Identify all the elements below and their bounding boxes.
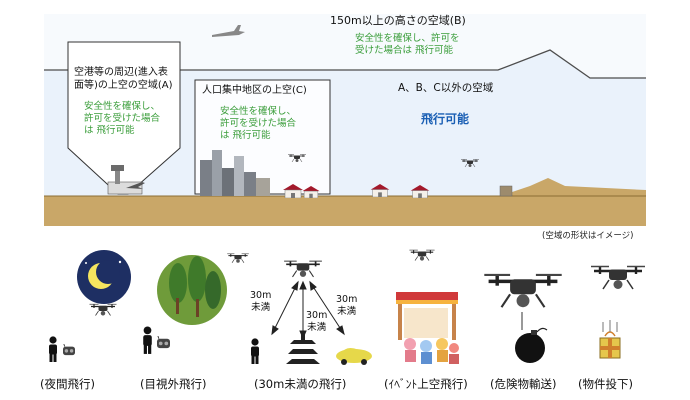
building-icon bbox=[200, 150, 270, 196]
building-icon bbox=[499, 185, 513, 197]
bomb-icon bbox=[515, 327, 548, 363]
ground bbox=[44, 178, 646, 226]
zone-b-condition-2: 受けた場合は 飛行可能 bbox=[355, 45, 454, 56]
pagoda-icon bbox=[286, 332, 320, 364]
zone-a-condition-3: は 飛行可能 bbox=[84, 125, 135, 136]
caption-under-30m-flight: (30m未満の飛行) bbox=[254, 377, 347, 391]
caption-event-flight: (ｲﾍﾞﾝﾄ上空飛行) bbox=[384, 377, 468, 391]
airplane-icon bbox=[126, 182, 145, 189]
distance-label-right: 30m 未満 bbox=[336, 294, 358, 317]
tree-icon bbox=[157, 255, 227, 325]
drone-icon bbox=[283, 260, 323, 278]
zone-a-condition-1: 安全性を確保し、 bbox=[84, 101, 161, 112]
controller-icon bbox=[62, 344, 76, 356]
zone-other-status: 飛行可能 bbox=[421, 112, 470, 126]
drone-icon bbox=[482, 273, 564, 309]
package-icon bbox=[599, 331, 621, 359]
drone-icon bbox=[226, 253, 250, 264]
person-icon bbox=[251, 338, 259, 364]
zone-c-condition-1: 安全性を確保し、 bbox=[220, 106, 297, 117]
control-tower-icon bbox=[107, 165, 143, 195]
zone-a-title-2: 面等)の上空の空域(A) bbox=[74, 80, 173, 91]
zone-a-title-1: 空港等の周辺(進入表 bbox=[74, 67, 168, 78]
moon-icon bbox=[88, 260, 120, 289]
zone-b-title: 150m以上の高さの空域(B) bbox=[330, 14, 466, 27]
airplane-icon bbox=[212, 25, 245, 37]
caption-night-flight: (夜間飛行) bbox=[40, 377, 95, 391]
drone-icon bbox=[408, 249, 436, 262]
zone-b-condition-1: 安全性を確保し、許可を bbox=[355, 33, 460, 44]
person-icon bbox=[143, 326, 152, 354]
zone-other-title: A、B、C以外の空域 bbox=[398, 82, 494, 94]
caption-bvlos-flight: (目視外飛行) bbox=[140, 377, 207, 391]
zone-c-condition-3: は 飛行可能 bbox=[220, 130, 271, 141]
festival-booth-icon bbox=[396, 292, 459, 364]
caption-object-drop: (物件投下) bbox=[578, 377, 633, 391]
zone-c-condition-2: 許可を受けた場合 bbox=[220, 118, 297, 129]
car-icon bbox=[336, 348, 372, 365]
zone-c-title: 人口集中地区の上空(C) bbox=[202, 85, 307, 96]
falling-lines bbox=[602, 320, 618, 332]
zone-c-shape bbox=[194, 79, 331, 195]
person-icon bbox=[49, 336, 57, 362]
caption-dangerous-goods: (危険物輸送) bbox=[490, 377, 557, 391]
drone-icon bbox=[88, 303, 118, 317]
zone-b-boundary bbox=[44, 49, 646, 79]
airspace-shape-note: (空域の形状はイメージ) bbox=[542, 231, 634, 241]
zone-a-condition-2: 許可を受けた場合 bbox=[84, 113, 161, 124]
controller-icon bbox=[156, 336, 171, 349]
zone-b-band bbox=[44, 14, 646, 78]
distance-label-left: 30m 未満 bbox=[250, 290, 272, 313]
distance-label-center: 30m 未満 bbox=[306, 310, 328, 333]
drone-icon bbox=[589, 265, 647, 291]
